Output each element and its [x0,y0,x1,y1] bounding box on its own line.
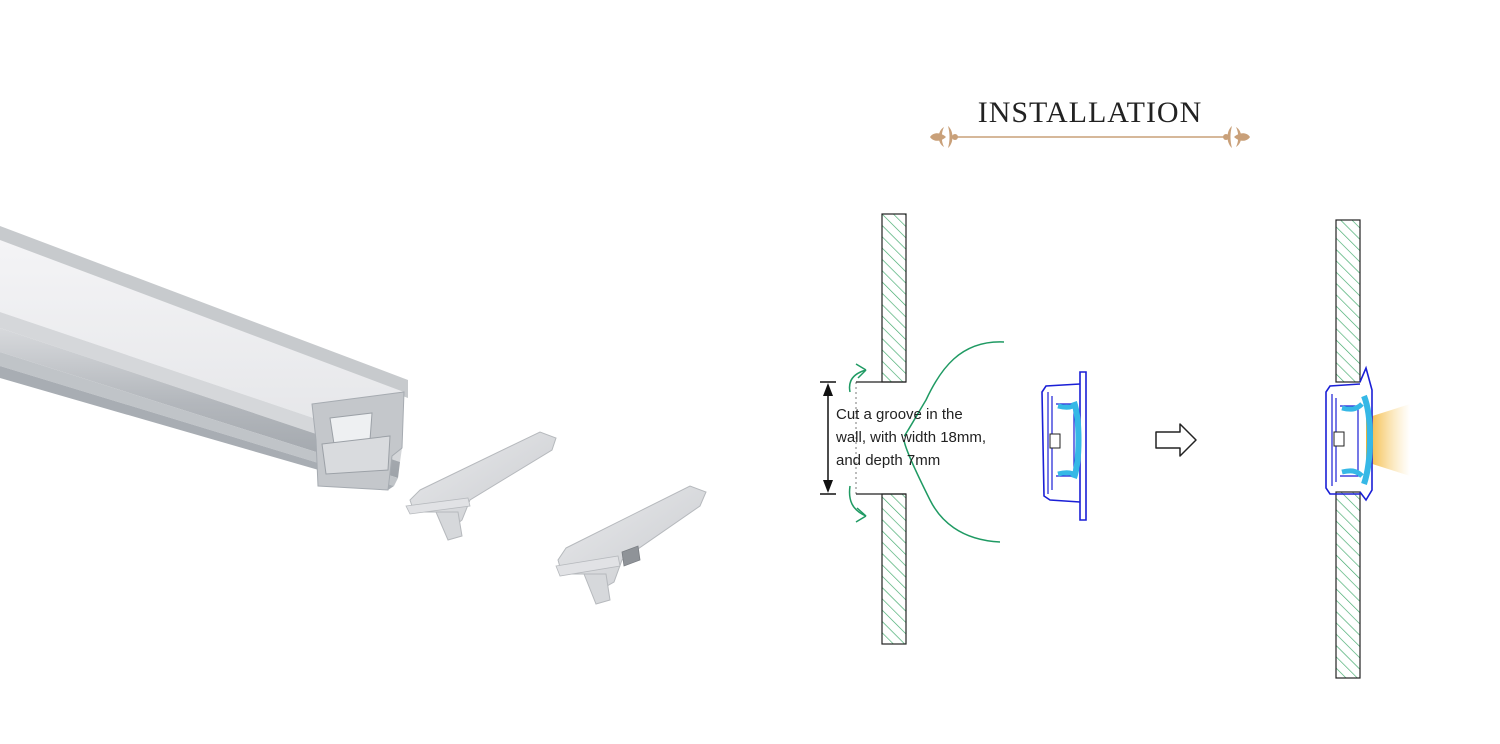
instruction-line-2: wall, with width 18mm, [836,429,987,446]
section-title: INSTALLATION [977,96,1203,129]
end-cap-image-1 [405,431,557,541]
outline-right-arrow-icon [1155,423,1197,457]
end-cap-image-2 [555,485,707,605]
title-ornament-divider [930,126,1250,148]
installed-profile [1325,365,1373,502]
fleur-de-lis-icon [930,126,958,148]
profile-cross-section [1041,371,1087,521]
groove-dimension-arrow [820,381,836,495]
installed-light-beam [1366,404,1410,476]
groove-instruction-note: Cut a groove in the wall, with width 18m… [836,403,1036,472]
instruction-line-1: Cut a groove in the [836,406,963,423]
insertion-arrows [848,341,1005,543]
fleur-de-lis-icon [1223,126,1250,148]
wall-section-with-groove [855,213,907,645]
installed-wall-section [1335,219,1361,679]
aluminum-profile-image [0,226,408,491]
instruction-line-3: and depth 7mm [836,452,941,469]
